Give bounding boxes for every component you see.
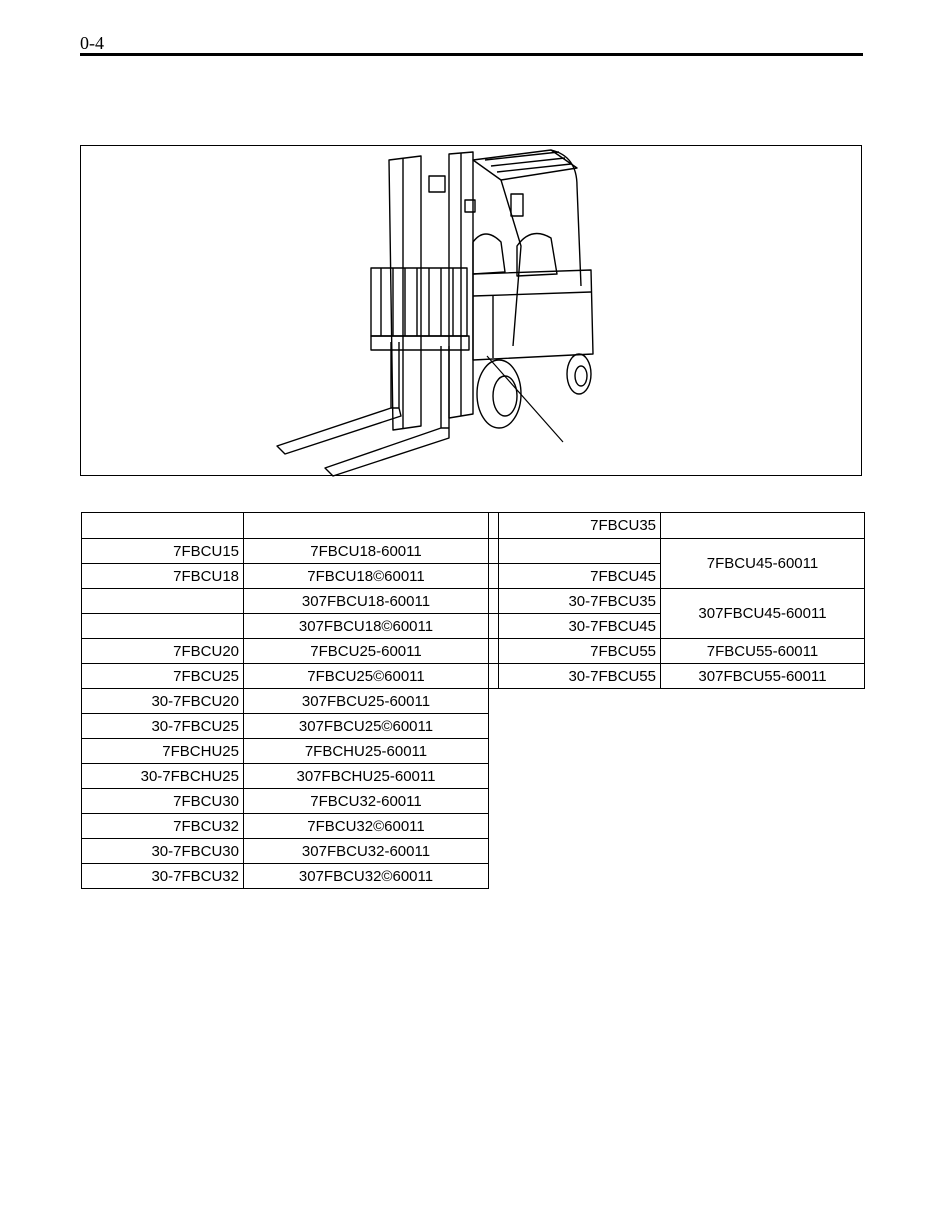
table-row: 7FBCU32 7FBCU32©60011 [81, 813, 489, 839]
model-cell: 30-7FBCU45 [498, 613, 661, 639]
serial-cell: 307FBCU25-60011 [243, 688, 489, 714]
serial-cell [243, 512, 489, 539]
model-cell: 7FBCU32 [81, 813, 244, 839]
serial-cell: 7FBCHU25-60011 [243, 738, 489, 764]
model-cell: 30-7FBCHU25 [81, 763, 244, 789]
table-row: 30-7FBCU45 [488, 613, 865, 639]
model-cell [498, 538, 661, 564]
table-row: 307FBCU18-60011 [81, 588, 489, 614]
serial-cell: 7FBCU25©60011 [243, 663, 489, 689]
forklift-illustration-icon [276, 149, 594, 477]
model-cell: 7FBCU30 [81, 788, 244, 814]
table-row: 7FBCU45 [488, 563, 865, 589]
table-row: 7FBCU35 [488, 512, 865, 539]
table-row: 7FBCU55 7FBCU55-60011 [488, 638, 865, 664]
serial-cell: 307FBCU55-60011 [660, 663, 865, 689]
table-row: 7FBCU18 7FBCU18©60011 [81, 563, 489, 589]
table-row: 7FBCU45-60011 [488, 538, 865, 589]
gap-cell [488, 538, 499, 564]
gap-cell [488, 588, 499, 614]
model-cell [81, 588, 244, 614]
model-cell: 7FBCHU25 [81, 738, 244, 764]
model-cell: 7FBCU35 [498, 512, 661, 539]
serial-cell: 307FBCU45-60011 [660, 588, 865, 639]
table-row: 30-7FBCHU25 307FBCHU25-60011 [81, 763, 489, 789]
gap-cell [488, 638, 499, 664]
gap-cell [488, 613, 499, 639]
model-cell: 30-7FBCU25 [81, 713, 244, 739]
model-cell: 30-7FBCU55 [498, 663, 661, 689]
serial-cell: 7FBCU55-60011 [660, 638, 865, 664]
model-cell: 7FBCU55 [498, 638, 661, 664]
serial-table-right: 7FBCU35 7FBCU45-60011 7FBCU45 30-7FBCU35… [488, 512, 865, 689]
serial-cell: 7FBCU18-60011 [243, 538, 489, 564]
model-cell: 7FBCU18 [81, 563, 244, 589]
header-rule [80, 53, 863, 56]
gap-cell [488, 563, 499, 589]
table-row: 7FBCU15 7FBCU18-60011 [81, 538, 489, 564]
table-row: 30-7FBCU32 307FBCU32©60011 [81, 863, 489, 889]
serial-cell: 307FBCU32-60011 [243, 838, 489, 864]
model-cell [81, 512, 244, 539]
model-cell: 7FBCU15 [81, 538, 244, 564]
serial-table-left: 7FBCU15 7FBCU18-60011 7FBCU18 7FBCU18©60… [81, 512, 489, 889]
table-row: 30-7FBCU55 307FBCU55-60011 [488, 663, 865, 689]
serial-cell: 7FBCU32-60011 [243, 788, 489, 814]
model-cell: 7FBCU45 [498, 563, 661, 589]
serial-cell: 307FBCU18©60011 [243, 613, 489, 639]
serial-cell: 7FBCU32©60011 [243, 813, 489, 839]
model-cell: 7FBCU20 [81, 638, 244, 664]
serial-cell: 307FBCU18-60011 [243, 588, 489, 614]
serial-cell: 307FBCHU25-60011 [243, 763, 489, 789]
table-row: 30-7FBCU25 307FBCU25©60011 [81, 713, 489, 739]
model-cell: 7FBCU25 [81, 663, 244, 689]
serial-cell: 307FBCU32©60011 [243, 863, 489, 889]
model-cell [81, 613, 244, 639]
table-row: 7FBCU30 7FBCU32-60011 [81, 788, 489, 814]
table-row: 7FBCU25 7FBCU25©60011 [81, 663, 489, 689]
table-row: 7FBCHU25 7FBCHU25-60011 [81, 738, 489, 764]
model-cell: 30-7FBCU32 [81, 863, 244, 889]
model-cell: 30-7FBCU35 [498, 588, 661, 614]
fork-left [276, 407, 402, 455]
serial-cell: 7FBCU25-60011 [243, 638, 489, 664]
table-row: 307FBCU18©60011 [81, 613, 489, 639]
serial-cell [660, 512, 865, 539]
table-row: 30-7FBCU30 307FBCU32-60011 [81, 838, 489, 864]
fork-right [324, 427, 450, 477]
table-row: 7FBCU20 7FBCU25-60011 [81, 638, 489, 664]
table-row: 30-7FBCU35 307FBCU45-60011 [488, 588, 865, 639]
table-row [81, 512, 489, 539]
gap-cell [488, 663, 499, 689]
model-cell: 30-7FBCU20 [81, 688, 244, 714]
serial-cell: 307FBCU25©60011 [243, 713, 489, 739]
serial-cell: 7FBCU45-60011 [660, 538, 865, 589]
gap-cell [488, 512, 499, 539]
serial-cell: 7FBCU18©60011 [243, 563, 489, 589]
page-number: 0-4 [80, 33, 104, 53]
figure-frame [80, 145, 862, 477]
model-cell: 30-7FBCU30 [81, 838, 244, 864]
table-row: 30-7FBCU20 307FBCU25-60011 [81, 688, 489, 714]
